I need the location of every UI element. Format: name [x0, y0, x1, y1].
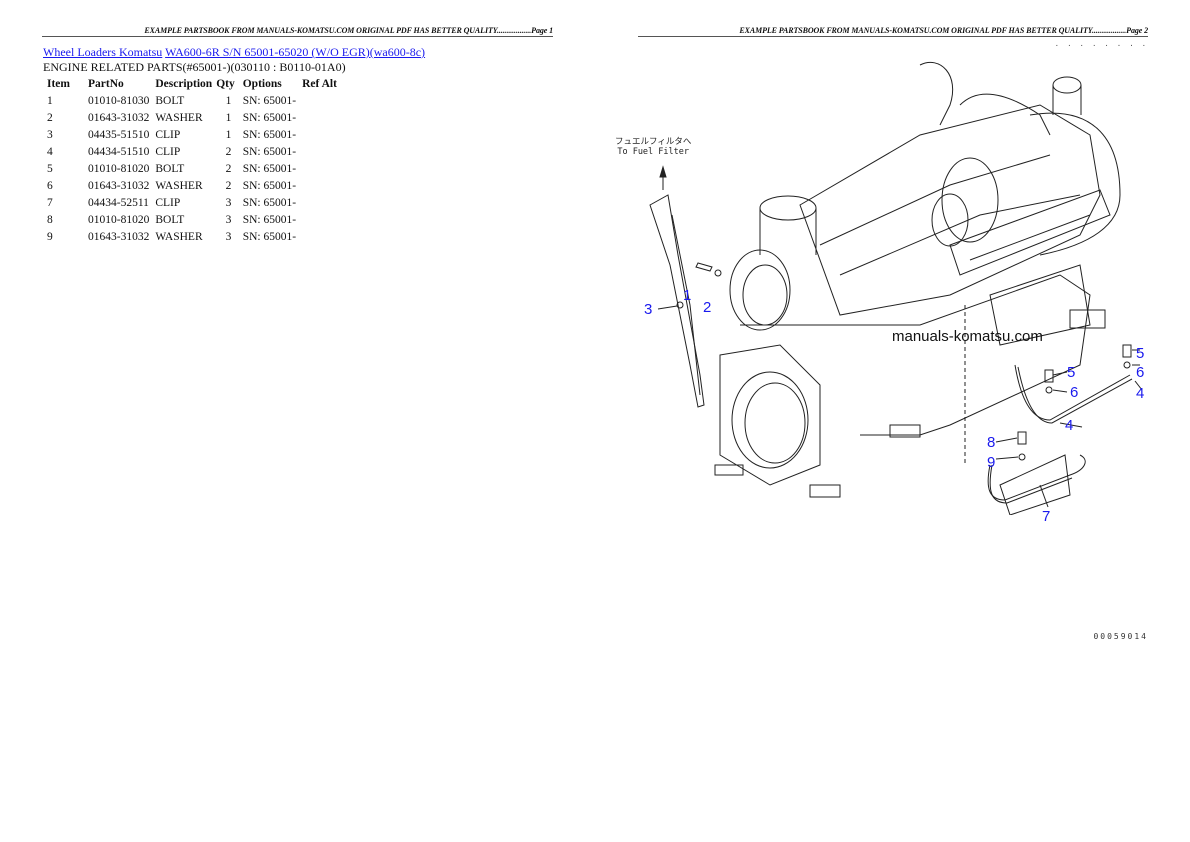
cell-partno: 04435-51510: [88, 128, 150, 141]
cell-qty: 1: [225, 128, 232, 141]
cell-ref-alt: [298, 194, 341, 211]
col-description: Description: [155, 78, 213, 90]
callout-2[interactable]: 2: [703, 299, 712, 316]
callout-5[interactable]: 5: [1067, 364, 1076, 381]
cell-options: SN: 65001-: [242, 94, 297, 107]
cell-partno: 01643-31032: [88, 111, 150, 124]
cell-item: 6: [47, 179, 53, 192]
table-row: 7 04434-52511 CLIP 3 SN: 65001-: [43, 194, 341, 211]
cell-qty: 3: [225, 213, 232, 226]
cell-description: WASHER: [155, 230, 203, 243]
fuel-filter-label-en: To Fuel Filter: [617, 147, 689, 157]
corner-dots: · · · · · · · ·: [1054, 42, 1148, 50]
table-row: 5 01010-81020 BOLT 2 SN: 65001-: [43, 160, 341, 177]
cell-partno: 01010-81020: [88, 162, 150, 175]
cell-options: SN: 65001-: [242, 128, 297, 141]
breadcrumb-link-wheel-loaders[interactable]: Wheel Loaders Komatsu: [43, 45, 163, 59]
cell-ref-alt: [298, 109, 341, 126]
cell-qty: 2: [225, 179, 232, 192]
col-qty: Qty: [216, 78, 235, 90]
cell-options: SN: 65001-: [242, 111, 297, 124]
cell-item: 5: [47, 162, 53, 175]
cell-item: 4: [47, 145, 53, 158]
table-row: 9 01643-31032 WASHER 3 SN: 65001-: [43, 228, 341, 245]
cell-partno: 01643-31032: [88, 230, 150, 243]
cell-qty: 2: [225, 162, 232, 175]
cell-description: BOLT: [155, 94, 185, 107]
col-options: Options: [242, 78, 282, 90]
cell-qty: 2: [225, 145, 232, 158]
section-title: ENGINE RELATED PARTS(#65001-)(030110 : B…: [43, 60, 346, 74]
cell-ref-alt: [298, 92, 341, 109]
callout-7[interactable]: 7: [1042, 508, 1051, 525]
callout-1[interactable]: 1: [683, 287, 692, 304]
cell-partno: 01010-81020: [88, 213, 150, 226]
col-partno: PartNo: [88, 78, 124, 90]
cell-qty: 3: [225, 230, 232, 243]
cell-description: CLIP: [155, 145, 181, 158]
cell-item: 8: [47, 213, 53, 226]
cell-description: WASHER: [155, 179, 203, 192]
table-row: 3 04435-51510 CLIP 1 SN: 65001-: [43, 126, 341, 143]
cell-options: SN: 65001-: [242, 179, 297, 192]
page-header: EXAMPLE PARTSBOOK FROM MANUALS-KOMATSU.C…: [42, 26, 553, 37]
callout-5[interactable]: 5: [1136, 345, 1145, 362]
cell-qty: 3: [225, 196, 232, 209]
callout-4[interactable]: 4: [1136, 385, 1145, 402]
cell-ref-alt: [298, 160, 341, 177]
watermark: manuals-komatsu.com: [892, 328, 1043, 345]
engine-exploded-diagram: [649, 61, 1143, 515]
cell-item: 1: [47, 94, 53, 107]
callout-6[interactable]: 6: [1070, 384, 1079, 401]
cell-ref-alt: [298, 177, 341, 194]
cell-options: SN: 65001-: [242, 230, 297, 243]
fuel-filter-label: フュエルフィルタへ To Fuel Filter: [615, 137, 691, 157]
page-header: EXAMPLE PARTSBOOK FROM MANUALS-KOMATSU.C…: [638, 26, 1148, 37]
cell-ref-alt: [298, 211, 341, 228]
cell-item: 9: [47, 230, 53, 243]
arrow-up-icon: [659, 165, 667, 190]
cell-description: CLIP: [155, 196, 181, 209]
table-row: 4 04434-51510 CLIP 2 SN: 65001-: [43, 143, 341, 160]
table-row: 2 01643-31032 WASHER 1 SN: 65001-: [43, 109, 341, 126]
cell-qty: 1: [225, 94, 232, 107]
table-row: 6 01643-31032 WASHER 2 SN: 65001-: [43, 177, 341, 194]
document-number: 00059014: [1093, 632, 1148, 641]
cell-ref-alt: [298, 126, 341, 143]
cell-partno: 04434-51510: [88, 145, 150, 158]
cell-description: BOLT: [155, 213, 185, 226]
col-ref-alt: Ref Alt: [302, 78, 337, 90]
cell-description: BOLT: [155, 162, 185, 175]
page-1: EXAMPLE PARTSBOOK FROM MANUALS-KOMATSU.C…: [42, 26, 553, 245]
breadcrumb-link-model[interactable]: WA600-6R S/N 65001-65020 (W/O EGR)(wa600…: [165, 45, 426, 59]
callout-6[interactable]: 6: [1136, 364, 1145, 381]
callout-8[interactable]: 8: [987, 434, 996, 451]
cell-options: SN: 65001-: [242, 145, 297, 158]
cell-qty: 1: [225, 111, 232, 124]
table-row: 1 01010-81030 BOLT 1 SN: 65001-: [43, 92, 341, 109]
cell-options: SN: 65001-: [242, 196, 297, 209]
parts-table: Item PartNo Description Qty Options Ref …: [43, 75, 341, 245]
callout-9[interactable]: 9: [987, 454, 996, 471]
fuel-filter-label-jp: フュエルフィルタへ: [615, 137, 692, 147]
col-item: Item: [47, 78, 70, 90]
cell-item: 7: [47, 196, 53, 209]
cell-ref-alt: [298, 143, 341, 160]
cell-description: CLIP: [155, 128, 181, 141]
cell-ref-alt: [298, 228, 341, 245]
callout-3[interactable]: 3: [644, 301, 653, 318]
cell-options: SN: 65001-: [242, 213, 297, 226]
cell-partno: 01643-31032: [88, 179, 150, 192]
table-row: 8 01010-81020 BOLT 3 SN: 65001-: [43, 211, 341, 228]
table-header-row: Item PartNo Description Qty Options Ref …: [43, 75, 341, 92]
cell-partno: 04434-52511: [88, 196, 149, 209]
cell-options: SN: 65001-: [242, 162, 297, 175]
callout-4[interactable]: 4: [1065, 417, 1074, 434]
page-2: EXAMPLE PARTSBOOK FROM MANUALS-KOMATSU.C…: [595, 0, 1190, 842]
cell-item: 2: [47, 111, 53, 124]
breadcrumb: Wheel Loaders Komatsu WA600-6R S/N 65001…: [43, 45, 425, 60]
cell-description: WASHER: [155, 111, 203, 124]
cell-item: 3: [47, 128, 53, 141]
cell-partno: 01010-81030: [88, 94, 150, 107]
